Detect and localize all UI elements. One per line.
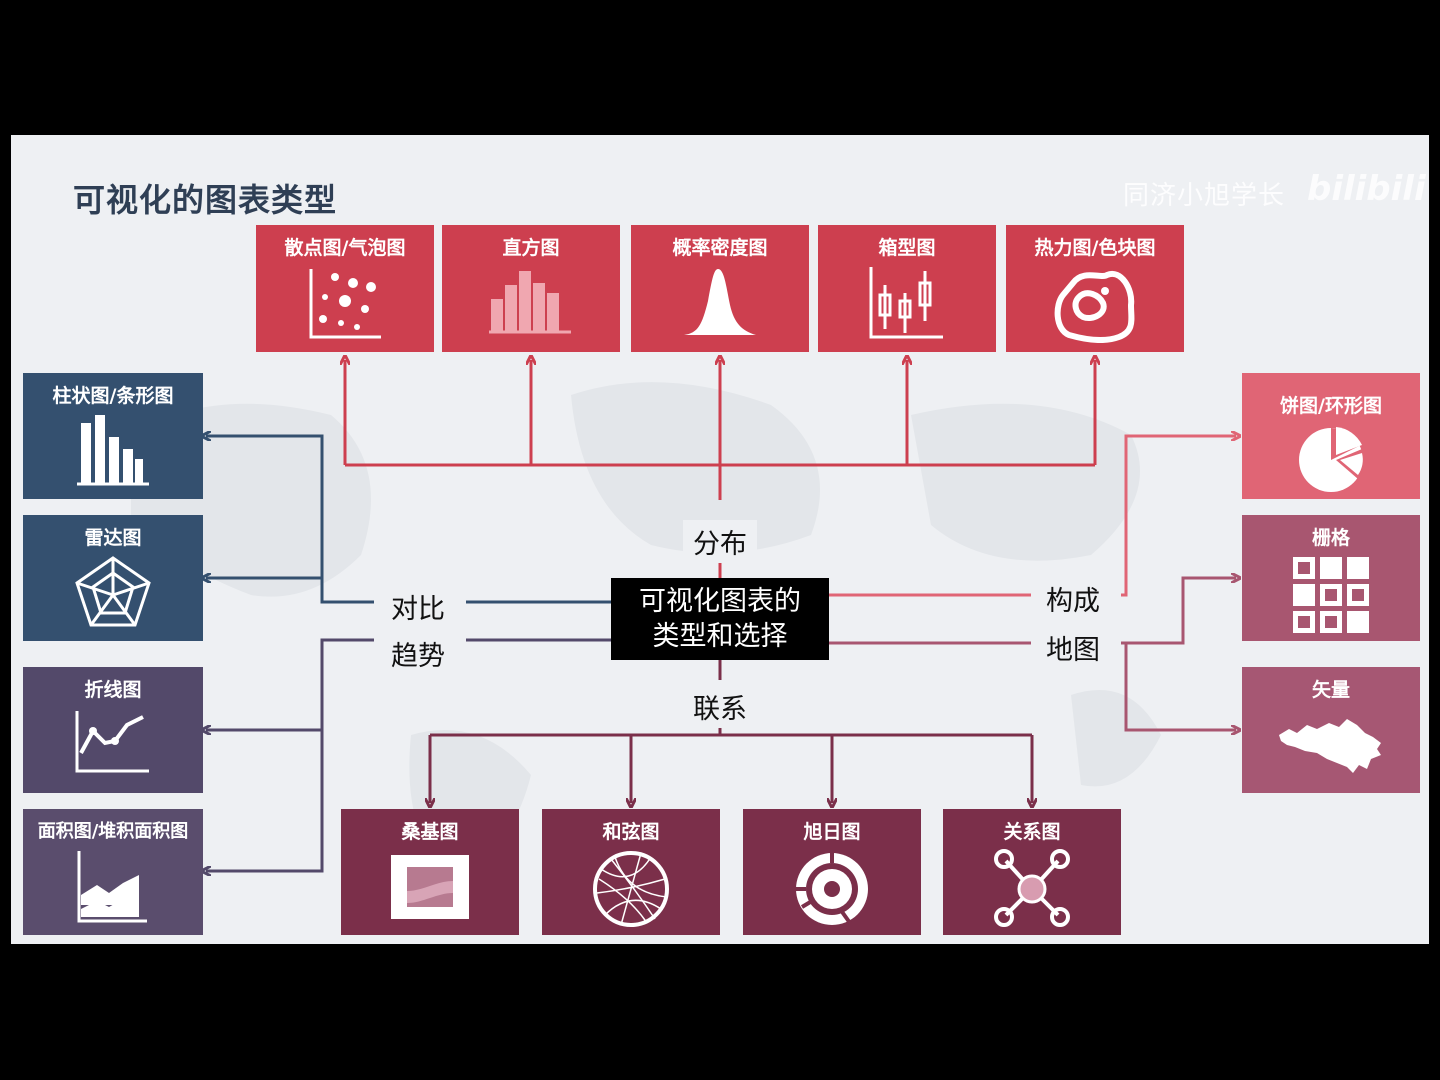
card-pie-donut[interactable]: 饼图/环形图 bbox=[1242, 373, 1420, 499]
center-node: 可视化图表的 类型和选择 bbox=[611, 578, 829, 660]
category-relation: 联系 bbox=[683, 685, 757, 728]
card-label: 和弦图 bbox=[602, 821, 660, 843]
sankey-icon bbox=[391, 855, 469, 919]
slide-title: 可视化的图表类型 bbox=[73, 181, 338, 219]
card-radar[interactable]: 雷达图 bbox=[23, 515, 203, 641]
radar-icon bbox=[75, 556, 151, 627]
card-label: 柱状图/条形图 bbox=[52, 385, 174, 407]
card-histogram[interactable]: 直方图 bbox=[442, 225, 620, 352]
watermark: 同济小旭学长 bbox=[1123, 181, 1286, 211]
card-sunburst[interactable]: 旭日图 bbox=[743, 809, 921, 935]
card-label: 直方图 bbox=[502, 237, 560, 259]
card-label: 雷达图 bbox=[84, 527, 142, 549]
card-line-chart[interactable]: 折线图 bbox=[23, 667, 203, 793]
card-sankey[interactable]: 桑基图 bbox=[341, 809, 519, 935]
category-comparison: 对比 bbox=[381, 585, 455, 628]
card-scatter-bubble[interactable]: 散点图/气泡图 bbox=[256, 225, 434, 352]
chord-icon bbox=[593, 851, 669, 927]
line-chart-icon bbox=[75, 711, 149, 773]
watermark-logo: bilibili bbox=[1307, 169, 1426, 209]
card-network[interactable]: 关系图 bbox=[943, 809, 1121, 935]
card-boxplot[interactable]: 箱型图 bbox=[818, 225, 996, 352]
slide: 可视化的图表类型 同济小旭学长 bilibili bbox=[11, 135, 1429, 944]
category-composition: 构成 bbox=[1036, 577, 1110, 620]
vector-map-icon bbox=[1279, 719, 1381, 773]
category-distribution: 分布 bbox=[683, 520, 757, 563]
card-label: 关系图 bbox=[1003, 821, 1061, 843]
card-label: 栅格 bbox=[1311, 527, 1350, 549]
heatmap-icon bbox=[1054, 270, 1135, 343]
card-label: 散点图/气泡图 bbox=[284, 237, 406, 259]
histogram-icon bbox=[489, 271, 571, 334]
card-label: 折线图 bbox=[84, 679, 142, 701]
card-chord[interactable]: 和弦图 bbox=[542, 809, 720, 935]
card-area-chart[interactable]: 面积图/堆积面积图 bbox=[23, 809, 203, 935]
bar-chart-icon bbox=[77, 415, 149, 486]
card-raster-grid[interactable]: 栅格 bbox=[1242, 515, 1420, 641]
density-icon bbox=[684, 269, 756, 335]
boxplot-icon bbox=[869, 267, 943, 339]
area-chart-icon bbox=[77, 851, 147, 923]
center-line-1: 可视化图表的 bbox=[639, 586, 801, 617]
pie-icon bbox=[1299, 427, 1365, 492]
card-heatmap[interactable]: 热力图/色块图 bbox=[1006, 225, 1184, 352]
scatter-icon bbox=[309, 269, 381, 339]
card-label: 概率密度图 bbox=[672, 237, 768, 259]
card-label: 箱型图 bbox=[878, 237, 936, 259]
card-vector-map[interactable]: 矢量 bbox=[1242, 667, 1420, 793]
card-label: 饼图/环形图 bbox=[1280, 395, 1382, 417]
sunburst-icon bbox=[796, 853, 868, 925]
grid-icon bbox=[1293, 557, 1369, 633]
card-label: 桑基图 bbox=[401, 821, 459, 843]
center-line-2: 类型和选择 bbox=[652, 621, 788, 652]
card-label: 热力图/色块图 bbox=[1034, 237, 1156, 259]
network-icon bbox=[994, 849, 1070, 927]
card-bar-chart[interactable]: 柱状图/条形图 bbox=[23, 373, 203, 499]
category-map: 地图 bbox=[1036, 626, 1110, 669]
card-label: 旭日图 bbox=[803, 821, 861, 843]
card-density[interactable]: 概率密度图 bbox=[631, 225, 809, 352]
card-label: 矢量 bbox=[1311, 679, 1350, 701]
card-label: 面积图/堆积面积图 bbox=[37, 821, 189, 842]
category-trend: 趋势 bbox=[381, 632, 455, 675]
